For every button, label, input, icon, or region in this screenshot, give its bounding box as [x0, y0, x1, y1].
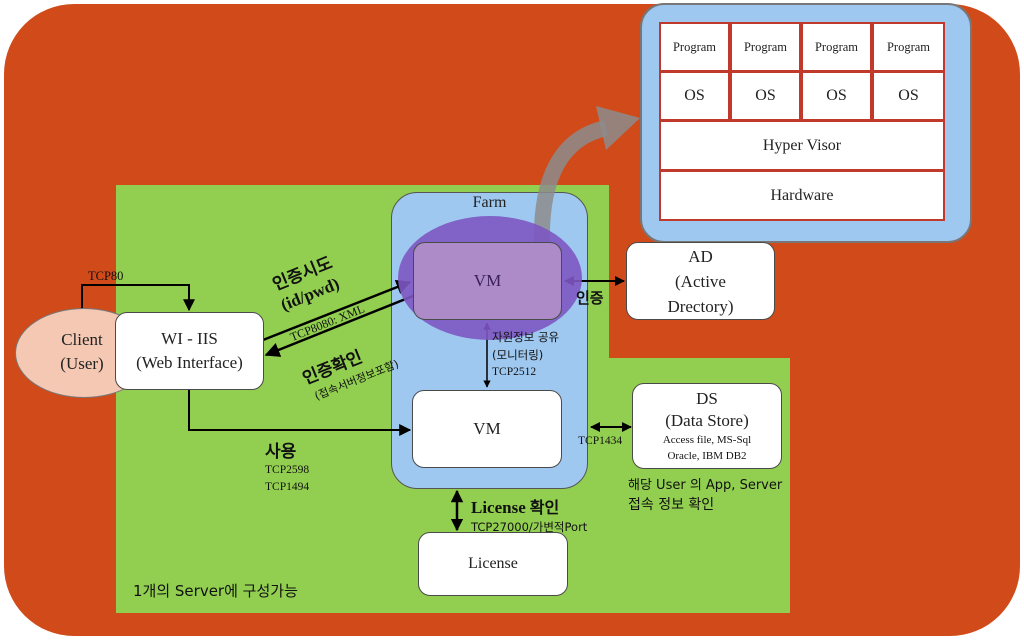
client-label: Client (User) — [38, 328, 126, 376]
tcp80-arrow — [81, 284, 195, 312]
ds-engines-2: Oracle, IBM DB2 — [667, 450, 747, 462]
license-port: TCP27000/가변적Port — [471, 520, 588, 534]
ds-engines-1: Access file, MS-Sql — [662, 434, 752, 446]
os-cell-1: OS — [661, 73, 728, 119]
license-check-kr: 확인 — [529, 498, 560, 517]
ds-subtitle: (Data Store) — [665, 411, 749, 430]
program-cell-4: Program — [874, 24, 943, 70]
bottom-note: 1개의 Server에 구성가능 — [133, 582, 298, 600]
vm-bottom-node: VM — [412, 390, 562, 468]
client-label-line1: Client — [61, 330, 103, 349]
program-cell-1: Program — [661, 24, 728, 70]
license-check-en: License — [471, 498, 526, 517]
ds-title: DS — [696, 389, 718, 408]
hypervisor-layer: Hyper Visor — [661, 122, 943, 169]
vm-bottom-label: VM — [473, 419, 501, 438]
auth-label: 인증 — [576, 289, 604, 307]
ds-port: TCP1434 — [578, 435, 623, 447]
program-cell-2: Program — [732, 24, 799, 70]
tcp80-label: TCP80 — [88, 269, 124, 283]
license-check-label: License 확인 — [471, 494, 559, 518]
share-port: TCP2512 — [492, 366, 537, 378]
use-port-1: TCP2598 — [265, 464, 310, 476]
wi-iis-title: WI - IIS — [161, 329, 218, 348]
auth-ok-arrow — [264, 294, 414, 357]
os-cell-3: OS — [803, 73, 870, 119]
ds-note-1: 해당 User 의 App, Server — [628, 478, 783, 493]
program-cell-3: Program — [803, 24, 870, 70]
ad-node: AD (Active Drectory) — [626, 242, 775, 320]
hypervisor-stack: Program Program Program Program OS OS OS… — [659, 22, 945, 221]
wi-iis-subtitle: (Web Interface) — [136, 353, 243, 372]
virtualization-arrow-head — [596, 106, 640, 150]
share-label-2: (모니터링) — [492, 348, 544, 362]
farm-label: Farm — [472, 194, 507, 211]
license-node: License — [418, 532, 568, 596]
os-cell-2: OS — [732, 73, 799, 119]
vm-top-label: VM — [473, 271, 502, 290]
share-label-1: 자원정보 공유 — [492, 330, 560, 344]
vm-top-node: VM — [413, 242, 562, 320]
client-label-line2: (User) — [60, 354, 104, 373]
wi-iis-node: WI - IIS (Web Interface) — [115, 312, 264, 390]
ds-node: DS (Data Store) Access file, MS-Sql Orac… — [632, 383, 782, 469]
ds-note-2: 접속 정보 확인 — [628, 497, 715, 513]
use-label: 사용 — [265, 442, 297, 462]
auth-try-arrow — [262, 279, 412, 342]
ad-line2: (Active — [675, 271, 726, 291]
use-port-2: TCP1494 — [265, 481, 310, 493]
ad-line3: Drectory) — [667, 296, 734, 316]
license-label: License — [468, 555, 518, 572]
virtualization-arrow — [533, 120, 609, 247]
os-cell-4: OS — [874, 73, 943, 119]
use-arrow — [188, 390, 412, 436]
ad-title: AD — [688, 246, 713, 266]
hardware-layer: Hardware — [661, 172, 943, 219]
